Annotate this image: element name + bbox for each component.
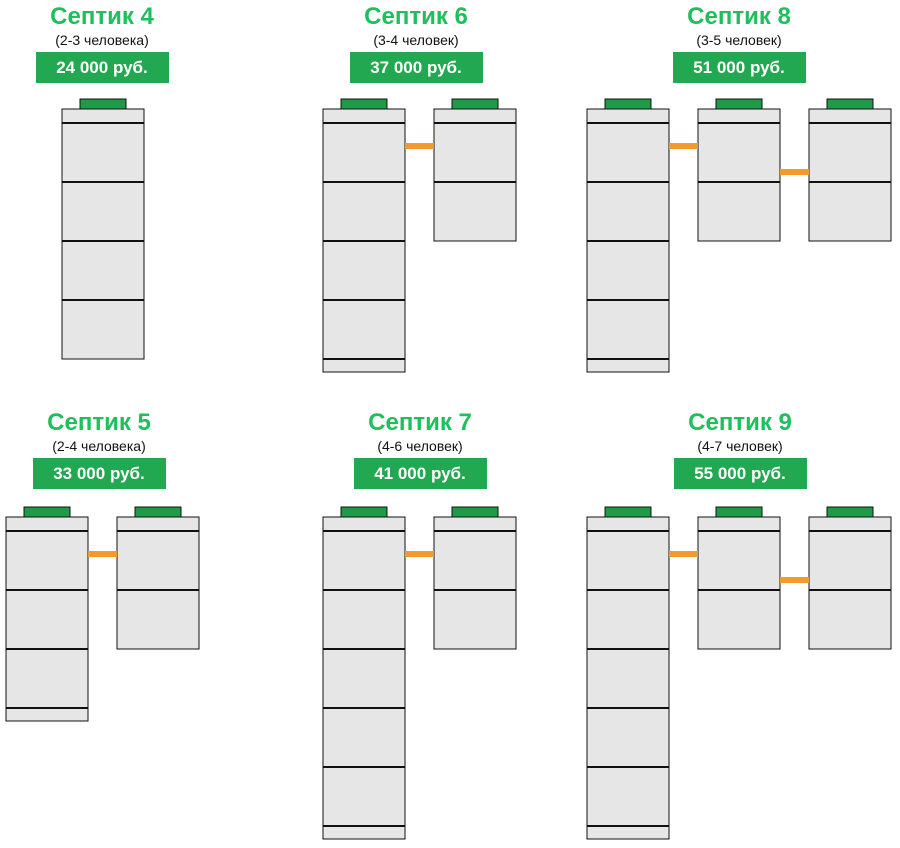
- tank-bottom-slab: [5, 707, 89, 722]
- tank-ring: [322, 122, 406, 183]
- septic-title: Септик 5: [47, 409, 151, 436]
- septic-capacity: (3-5 человек): [696, 32, 782, 48]
- overflow-pipe: [88, 551, 117, 557]
- tank-ring: [5, 589, 89, 650]
- tank-cap-ring: [322, 108, 406, 124]
- tank-ring: [586, 589, 670, 650]
- septic-capacity: (3-4 человек): [373, 32, 459, 48]
- tank-ring: [586, 766, 670, 827]
- tank-ring: [433, 122, 517, 183]
- tank-ring: [808, 589, 892, 650]
- tank-ring: [116, 530, 200, 591]
- tank-ring: [322, 766, 406, 827]
- tank-cap-ring: [697, 108, 781, 124]
- overflow-pipe: [405, 143, 434, 149]
- tank-lid: [79, 98, 127, 110]
- septic-title: Септик 9: [688, 409, 792, 436]
- tank-ring: [586, 648, 670, 709]
- tank-ring: [5, 648, 89, 709]
- septic-title: Септик 7: [368, 409, 472, 436]
- tank-ring: [61, 240, 145, 301]
- septic-capacity: (4-6 человек): [377, 438, 463, 454]
- tank-lid: [340, 506, 388, 518]
- tank-lid: [23, 506, 71, 518]
- septic-price-badge: 55 000 руб.: [673, 458, 807, 489]
- tank-cap-ring: [433, 108, 517, 124]
- overflow-pipe: [780, 169, 809, 175]
- tank-cap-ring: [586, 516, 670, 532]
- tank-ring: [322, 530, 406, 591]
- tank-ring: [586, 122, 670, 183]
- tank-lid: [451, 506, 499, 518]
- septic-capacity: (2-3 человека): [55, 32, 149, 48]
- septic-price-badge: 41 000 руб.: [353, 458, 487, 489]
- septic-price-badge: 33 000 руб.: [32, 458, 166, 489]
- septic-title: Септик 8: [687, 3, 791, 30]
- tank-ring: [586, 707, 670, 768]
- tank-lid: [134, 506, 182, 518]
- tank-cap-ring: [697, 516, 781, 532]
- overflow-pipe: [669, 551, 698, 557]
- tank-ring: [433, 181, 517, 242]
- tank-cap-ring: [808, 516, 892, 532]
- septic-price-badge: 51 000 руб.: [672, 52, 806, 83]
- tank-ring: [5, 530, 89, 591]
- tank-ring: [808, 181, 892, 242]
- tank-cap-ring: [808, 108, 892, 124]
- tank-bottom-slab: [322, 358, 406, 373]
- tank-cap-ring: [586, 108, 670, 124]
- tank-cap-ring: [322, 516, 406, 532]
- septic-price-badge: 37 000 руб.: [349, 52, 483, 83]
- tank-ring: [697, 530, 781, 591]
- tank-ring: [116, 589, 200, 650]
- tank-ring: [322, 299, 406, 360]
- overflow-pipe: [405, 551, 434, 557]
- tank-ring: [697, 589, 781, 650]
- tank-ring: [433, 530, 517, 591]
- tank-cap-ring: [116, 516, 200, 532]
- tank-ring: [433, 589, 517, 650]
- tank-ring: [322, 589, 406, 650]
- tank-ring: [697, 122, 781, 183]
- septic-price-badge: 24 000 руб.: [35, 52, 169, 83]
- tank-lid: [604, 98, 652, 110]
- septic-capacity: (2-4 человека): [52, 438, 146, 454]
- tank-ring: [586, 530, 670, 591]
- septic-title: Септик 4: [50, 3, 154, 30]
- tank-ring: [61, 122, 145, 183]
- tank-lid: [715, 98, 763, 110]
- tank-lid: [451, 98, 499, 110]
- tank-ring: [61, 299, 145, 360]
- tank-ring: [586, 240, 670, 301]
- overflow-pipe: [669, 143, 698, 149]
- septic-title: Септик 6: [364, 3, 468, 30]
- tank-ring: [697, 181, 781, 242]
- septic-capacity: (4-7 человек): [697, 438, 783, 454]
- tank-ring: [322, 240, 406, 301]
- tank-ring: [808, 122, 892, 183]
- tank-ring: [322, 181, 406, 242]
- tank-ring: [322, 707, 406, 768]
- tank-ring: [586, 181, 670, 242]
- tank-ring: [808, 530, 892, 591]
- overflow-pipe: [780, 577, 809, 583]
- tank-lid: [715, 506, 763, 518]
- tank-lid: [604, 506, 652, 518]
- tank-bottom-slab: [586, 358, 670, 373]
- tank-bottom-slab: [586, 825, 670, 840]
- tank-cap-ring: [433, 516, 517, 532]
- tank-lid: [826, 506, 874, 518]
- tank-cap-ring: [61, 108, 145, 124]
- tank-ring: [322, 648, 406, 709]
- tank-ring: [61, 181, 145, 242]
- tank-lid: [340, 98, 388, 110]
- tank-cap-ring: [5, 516, 89, 532]
- tank-lid: [826, 98, 874, 110]
- tank-ring: [586, 299, 670, 360]
- tank-bottom-slab: [322, 825, 406, 840]
